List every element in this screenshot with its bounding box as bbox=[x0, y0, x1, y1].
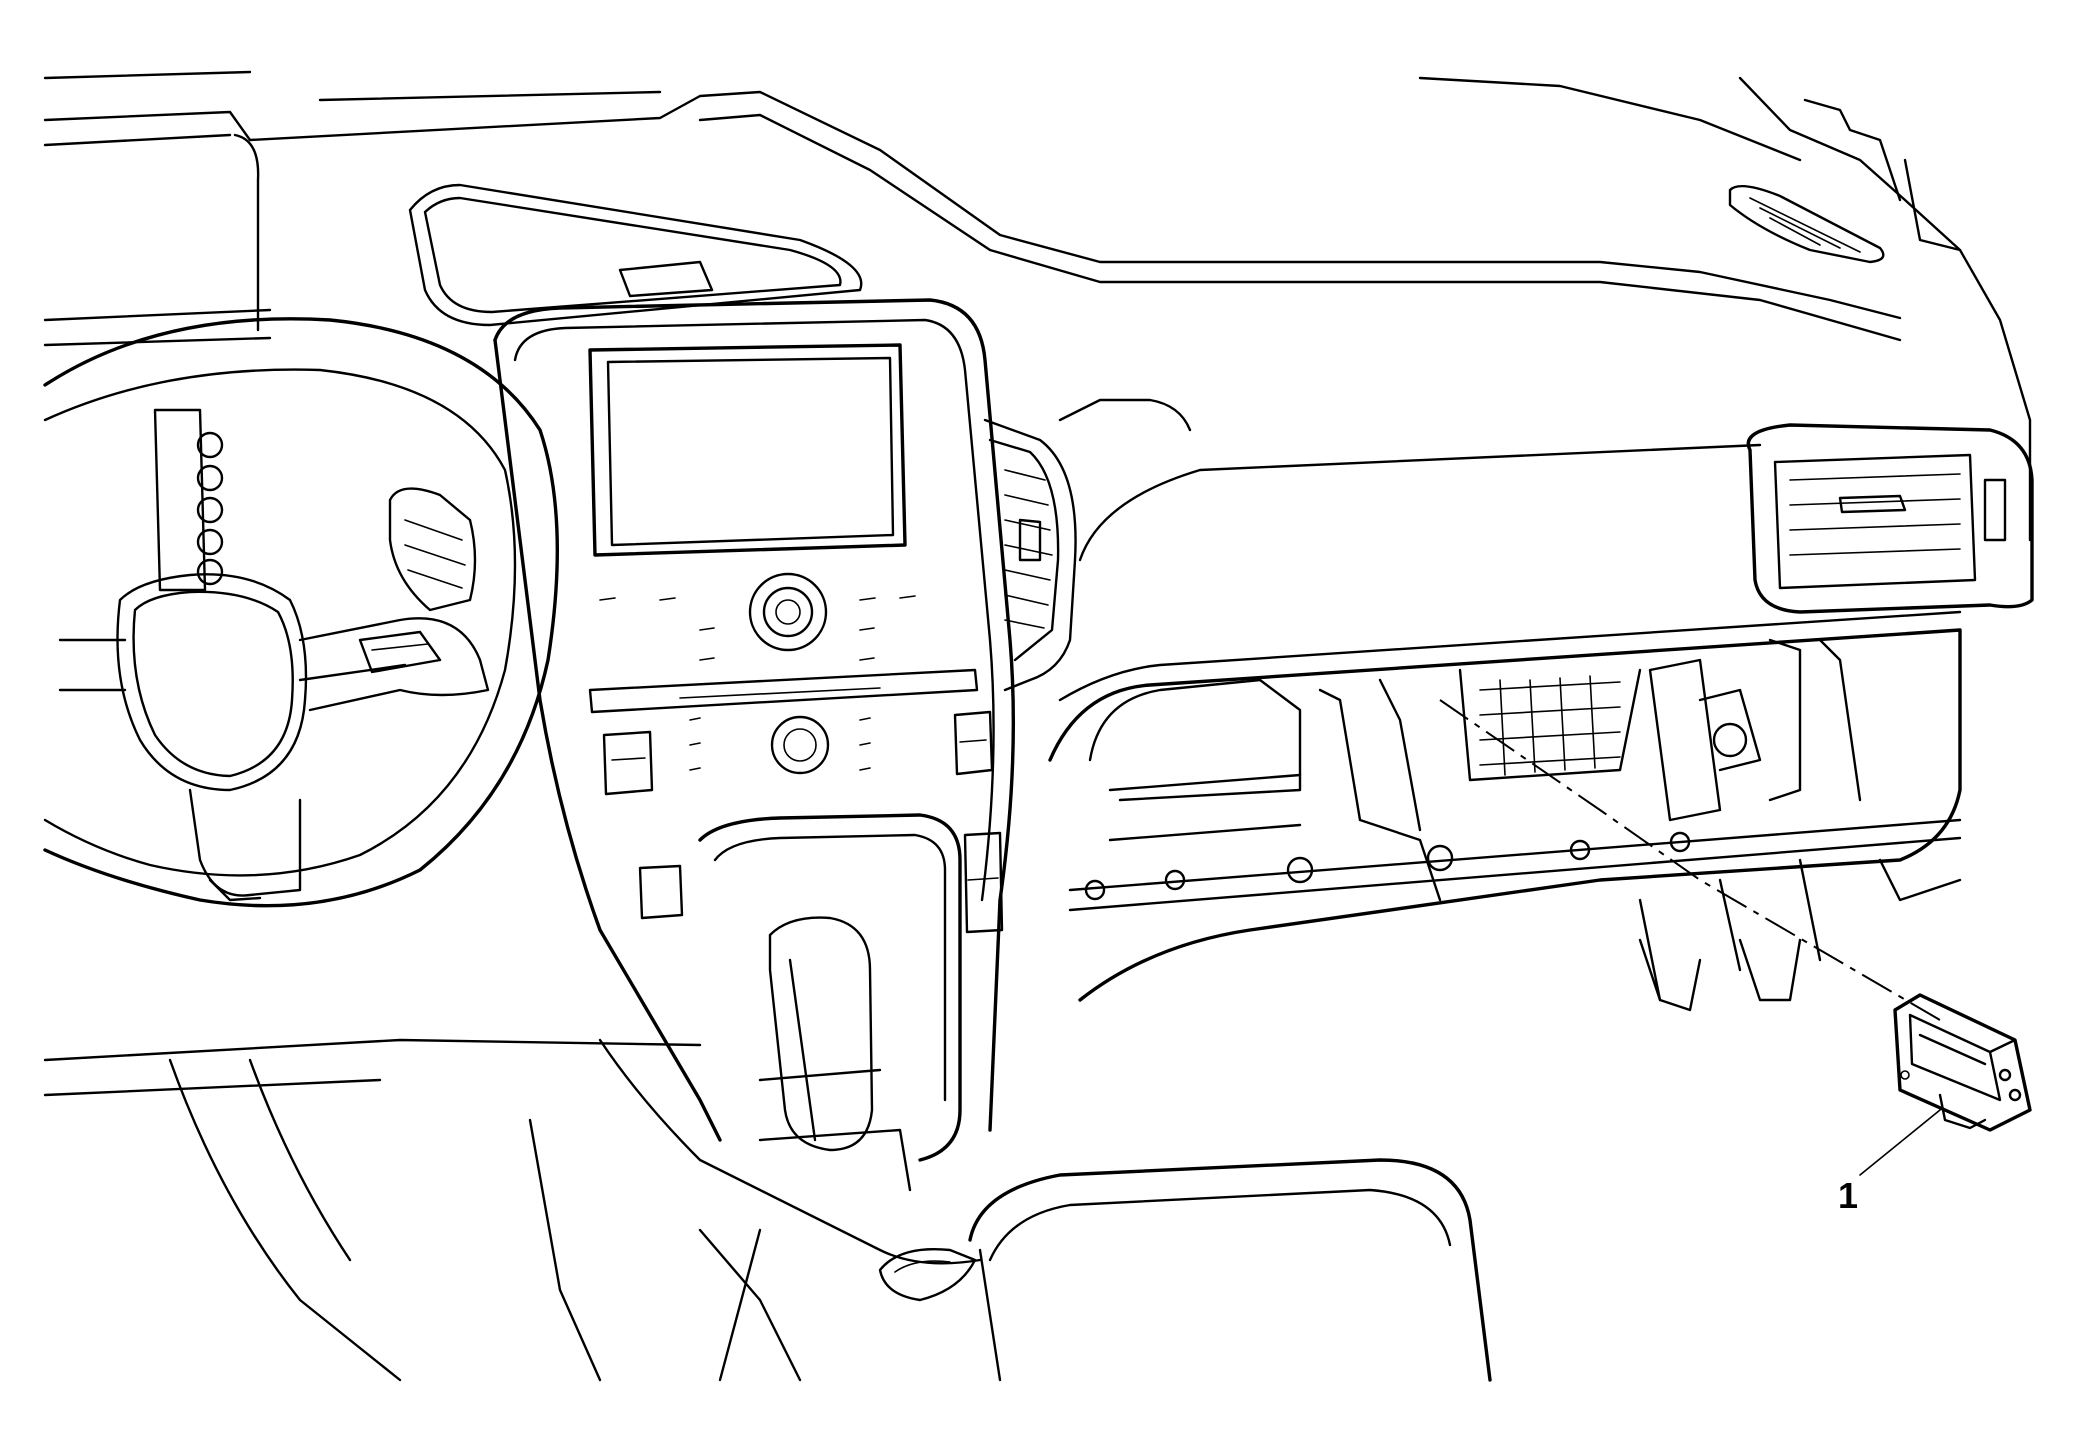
left-a-pillar bbox=[43, 133, 272, 347]
left-vent bbox=[388, 487, 477, 612]
gear-shifter bbox=[698, 813, 962, 1192]
cluster-buttons bbox=[153, 408, 224, 592]
right-dash bbox=[1048, 398, 2034, 1002]
right-side-vent-top bbox=[1728, 184, 1885, 264]
callout-label-1: 1 bbox=[1838, 1175, 1859, 1216]
lower-right-bracket bbox=[1638, 858, 1962, 1012]
defroster-bezel bbox=[408, 183, 863, 327]
component-module bbox=[1893, 993, 2032, 1132]
center-stack bbox=[493, 298, 1016, 1142]
leader-lines bbox=[1439, 699, 1941, 1176]
lower-console-and-seat bbox=[43, 1038, 1492, 1382]
center-right-vent bbox=[983, 418, 1077, 692]
dashboard-top-outline bbox=[43, 70, 2032, 542]
steering-wheel bbox=[43, 317, 559, 908]
